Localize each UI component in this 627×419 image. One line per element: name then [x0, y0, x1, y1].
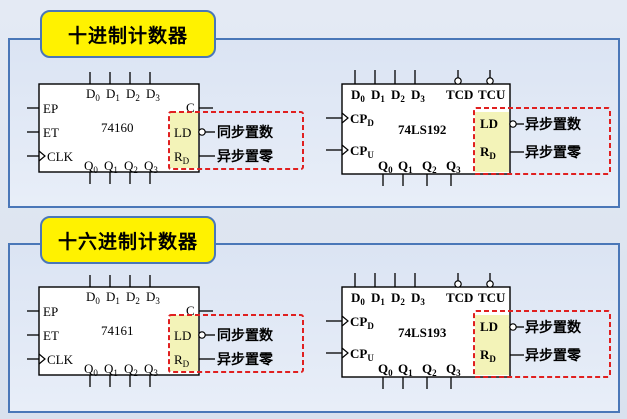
- tcd-inversion-bubble: [454, 280, 462, 288]
- pin-label-q0: Q0: [378, 361, 393, 378]
- pin-label-d1: D1: [106, 289, 120, 306]
- pin-label-q2: Q2: [124, 361, 138, 378]
- pin-label-cpu: CPU: [350, 346, 374, 363]
- pin-label-d2: D2: [391, 87, 405, 104]
- pin-label-et: ET: [43, 125, 59, 140]
- ld-inversion-bubble: [509, 323, 517, 331]
- pin-label-q3: Q3: [446, 158, 461, 175]
- pin-label-q3: Q3: [144, 361, 158, 378]
- tcu-inversion-bubble: [486, 77, 494, 85]
- pin-label-d3: D3: [411, 290, 425, 307]
- pin-label-d0: D0: [86, 289, 100, 306]
- rd-description: 异步置零: [525, 347, 582, 364]
- pin-label-clk: CLK: [47, 149, 74, 164]
- ld-inversion-bubble: [198, 331, 206, 339]
- pin-label-d2: D2: [126, 86, 140, 103]
- ld-description: 异步置数: [525, 116, 582, 133]
- clock-triangle-icon: [38, 353, 46, 365]
- pin-label-q2: Q2: [422, 158, 437, 175]
- chip-name: 74161: [101, 323, 134, 338]
- pin-label-d0: D0: [351, 87, 365, 104]
- pin-label-c: C: [186, 100, 195, 115]
- pin-label-q3: Q3: [446, 361, 461, 378]
- pin-label-q2: Q2: [124, 158, 138, 175]
- pin-label-d3: D3: [146, 289, 160, 306]
- pin-label-tcd: TCD: [446, 87, 473, 102]
- clock-triangle-icon: [341, 144, 349, 156]
- highlight-box: [475, 112, 509, 172]
- mode-dashed-box: [168, 314, 304, 373]
- pin-label-q2: Q2: [422, 361, 437, 378]
- pin-label-q1: Q1: [398, 158, 413, 175]
- pin-label-d1: D1: [371, 290, 385, 307]
- pin-label-rd: RD: [480, 347, 496, 364]
- clock-triangle-icon: [38, 150, 46, 162]
- tcu-inversion-bubble: [486, 280, 494, 288]
- pin-label-ld: LD: [174, 328, 191, 343]
- rd-description: 异步置零: [217, 148, 274, 165]
- pin-label-d2: D2: [126, 289, 140, 306]
- mode-dashed-box: [473, 310, 611, 378]
- ld-inversion-bubble: [509, 120, 517, 128]
- pin-label-tcu: TCU: [478, 290, 506, 305]
- clock-triangle-icon: [341, 315, 349, 327]
- pin-label-d2: D2: [391, 290, 405, 307]
- mode-dashed-box: [473, 107, 611, 175]
- clock-triangle-icon: [341, 347, 349, 359]
- pin-label-ld: LD: [480, 319, 498, 334]
- pin-label-q0: Q0: [84, 361, 98, 378]
- mode-dashed-box: [168, 111, 304, 170]
- pin-label-cpd: CPD: [350, 111, 374, 128]
- pin-label-tcu: TCU: [478, 87, 506, 102]
- pin-label-clk: CLK: [47, 352, 74, 367]
- ld-description: 同步置数: [217, 124, 274, 141]
- highlight-box: [475, 315, 509, 375]
- pin-label-et: ET: [43, 328, 59, 343]
- section-decimal-title: 十进制计数器: [40, 10, 216, 58]
- pin-label-d3: D3: [411, 87, 425, 104]
- pin-label-q0: Q0: [84, 158, 98, 175]
- rd-description: 异步置零: [217, 351, 274, 368]
- chip-name: 74LS193: [398, 325, 447, 340]
- pin-label-tcd: TCD: [446, 290, 473, 305]
- chip-name: 74160: [101, 120, 134, 135]
- ld-description: 同步置数: [217, 327, 274, 344]
- pin-label-ld: LD: [174, 125, 191, 140]
- pin-label-rd: RD: [174, 149, 190, 166]
- ld-inversion-bubble: [198, 128, 206, 136]
- pin-label-c: C: [186, 303, 195, 318]
- ld-description: 异步置数: [525, 319, 582, 336]
- pin-label-q1: Q1: [104, 361, 118, 378]
- pin-label-d3: D3: [146, 86, 160, 103]
- pin-label-rd: RD: [480, 144, 496, 161]
- clock-triangle-icon: [341, 112, 349, 124]
- pin-label-d0: D0: [86, 86, 100, 103]
- chip-name: 74LS192: [398, 122, 446, 137]
- pin-label-q1: Q1: [398, 361, 413, 378]
- pin-label-ep: EP: [43, 101, 58, 116]
- pin-label-d0: D0: [351, 290, 365, 307]
- pin-label-q3: Q3: [144, 158, 158, 175]
- highlight-box: [170, 112, 198, 168]
- pin-label-ld: LD: [480, 116, 498, 131]
- section-hex-title: 十六进制计数器: [40, 216, 216, 264]
- pin-label-rd: RD: [174, 352, 190, 369]
- pin-label-ep: EP: [43, 304, 58, 319]
- pin-label-cpd: CPD: [350, 314, 374, 331]
- pin-label-q1: Q1: [104, 158, 118, 175]
- pin-label-d1: D1: [371, 87, 385, 104]
- highlight-box: [170, 315, 198, 371]
- pin-label-d1: D1: [106, 86, 120, 103]
- tcd-inversion-bubble: [454, 77, 462, 85]
- rd-description: 异步置零: [525, 144, 582, 161]
- pin-label-q0: Q0: [378, 158, 393, 175]
- pin-label-cpu: CPU: [350, 143, 374, 160]
